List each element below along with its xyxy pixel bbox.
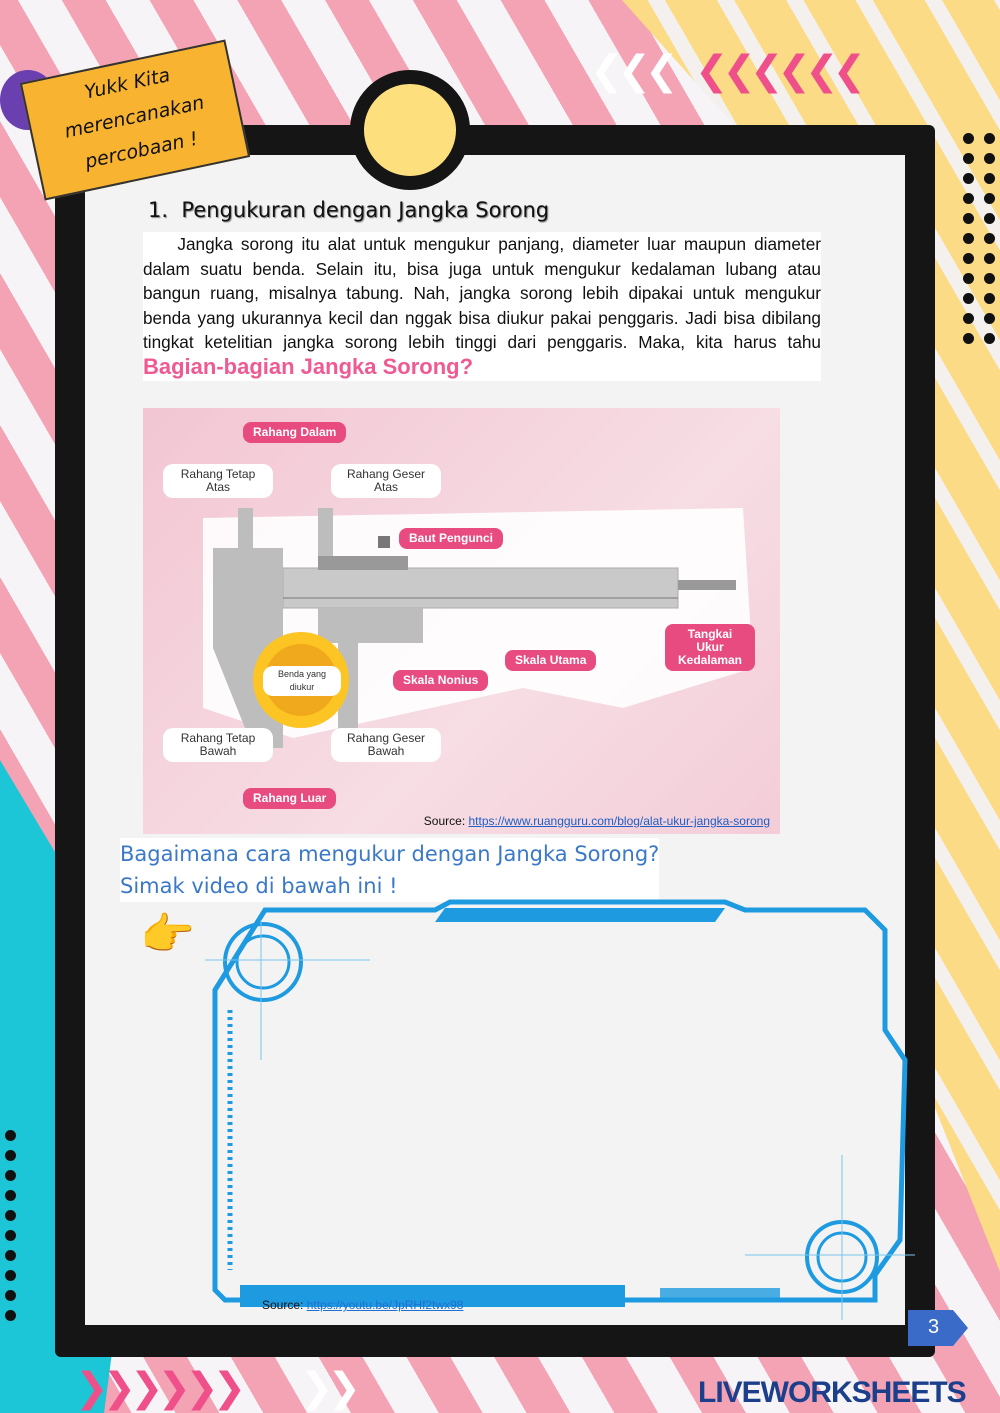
section-number: 1.: [148, 198, 169, 222]
label-rahang-tetap-atas: Rahang Tetap Atas: [163, 464, 273, 498]
logo-text: LIVEWORKSHEETS: [698, 1376, 967, 1409]
chevron-decoration-bottom-pink: ❯❯❯❯❯❯: [75, 1365, 246, 1411]
video-source: Source: https://youtu.be/JpRHf2twx98: [262, 1298, 463, 1312]
label-rahang-geser-bawah: Rahang Geser Bawah: [331, 728, 441, 762]
label-skala-nonius: Skala Nonius: [393, 670, 489, 691]
dot-grid-decoration: [963, 133, 996, 344]
section-title: 1. Pengukuran dengan Jangka Sorong: [148, 198, 549, 222]
source-label: Source:: [262, 1298, 304, 1312]
paragraph-highlight: Bagian-bagian Jangka Sorong?: [143, 353, 474, 379]
dot-column-decoration: [5, 1130, 17, 1321]
source-label: Source:: [423, 814, 466, 828]
video-source-link[interactable]: https://youtu.be/JpRHf2twx98: [306, 1298, 464, 1312]
label-rahang-luar: Rahang Luar: [243, 788, 337, 809]
liveworksheets-logo[interactable]: LIVEWORKSHEETS: [698, 1376, 967, 1410]
caliper-diagram: Rahang Dalam Rahang Tetap Atas Rahang Ge…: [143, 408, 780, 834]
label-rahang-geser-atas: Rahang Geser Atas: [331, 464, 441, 498]
diagram-source: Source: https://www.ruangguru.com/blog/a…: [424, 814, 770, 828]
label-rahang-tetap-bawah: Rahang Tetap Bawah: [163, 728, 273, 762]
chevron-decoration-white: ❮❮❮: [590, 48, 679, 94]
prompt-line: Bagaimana cara mengukur dengan Jangka So…: [120, 842, 660, 866]
prompt-line: Simak video di bawah ini !: [120, 874, 398, 898]
chevron-decoration-pink: ❮❮❮❮❮❮: [695, 48, 866, 94]
page-number: 3: [928, 1316, 940, 1338]
source-link[interactable]: https://www.ruangguru.com/blog/alat-ukur…: [468, 814, 771, 828]
label-rahang-dalam: Rahang Dalam: [243, 422, 347, 443]
yellow-circle-decoration: [350, 70, 470, 190]
chevron-decoration-bottom-white: ❯❯: [300, 1365, 361, 1411]
pointing-hand-icon: 👉: [140, 909, 195, 960]
paragraph-text: Jangka sorong itu alat untuk mengukur pa…: [143, 234, 821, 353]
video-prompt: Bagaimana cara mengukur dengan Jangka So…: [120, 838, 660, 902]
section-title-text: Pengukuran dengan Jangka Sorong: [181, 198, 550, 222]
video-frame[interactable]: [205, 880, 915, 1320]
label-skala-utama: Skala Utama: [505, 650, 597, 671]
label-benda-yang-diukur: Benda yang diukur: [263, 666, 341, 696]
label-baut-pengunci: Baut Pengunci: [399, 528, 504, 549]
intro-paragraph: Jangka sorong itu alat untuk mengukur pa…: [143, 232, 821, 381]
page-number-badge: 3: [908, 1310, 968, 1346]
label-tangkai-ukur-kedalaman: Tangkai Ukur Kedalaman: [665, 624, 755, 671]
